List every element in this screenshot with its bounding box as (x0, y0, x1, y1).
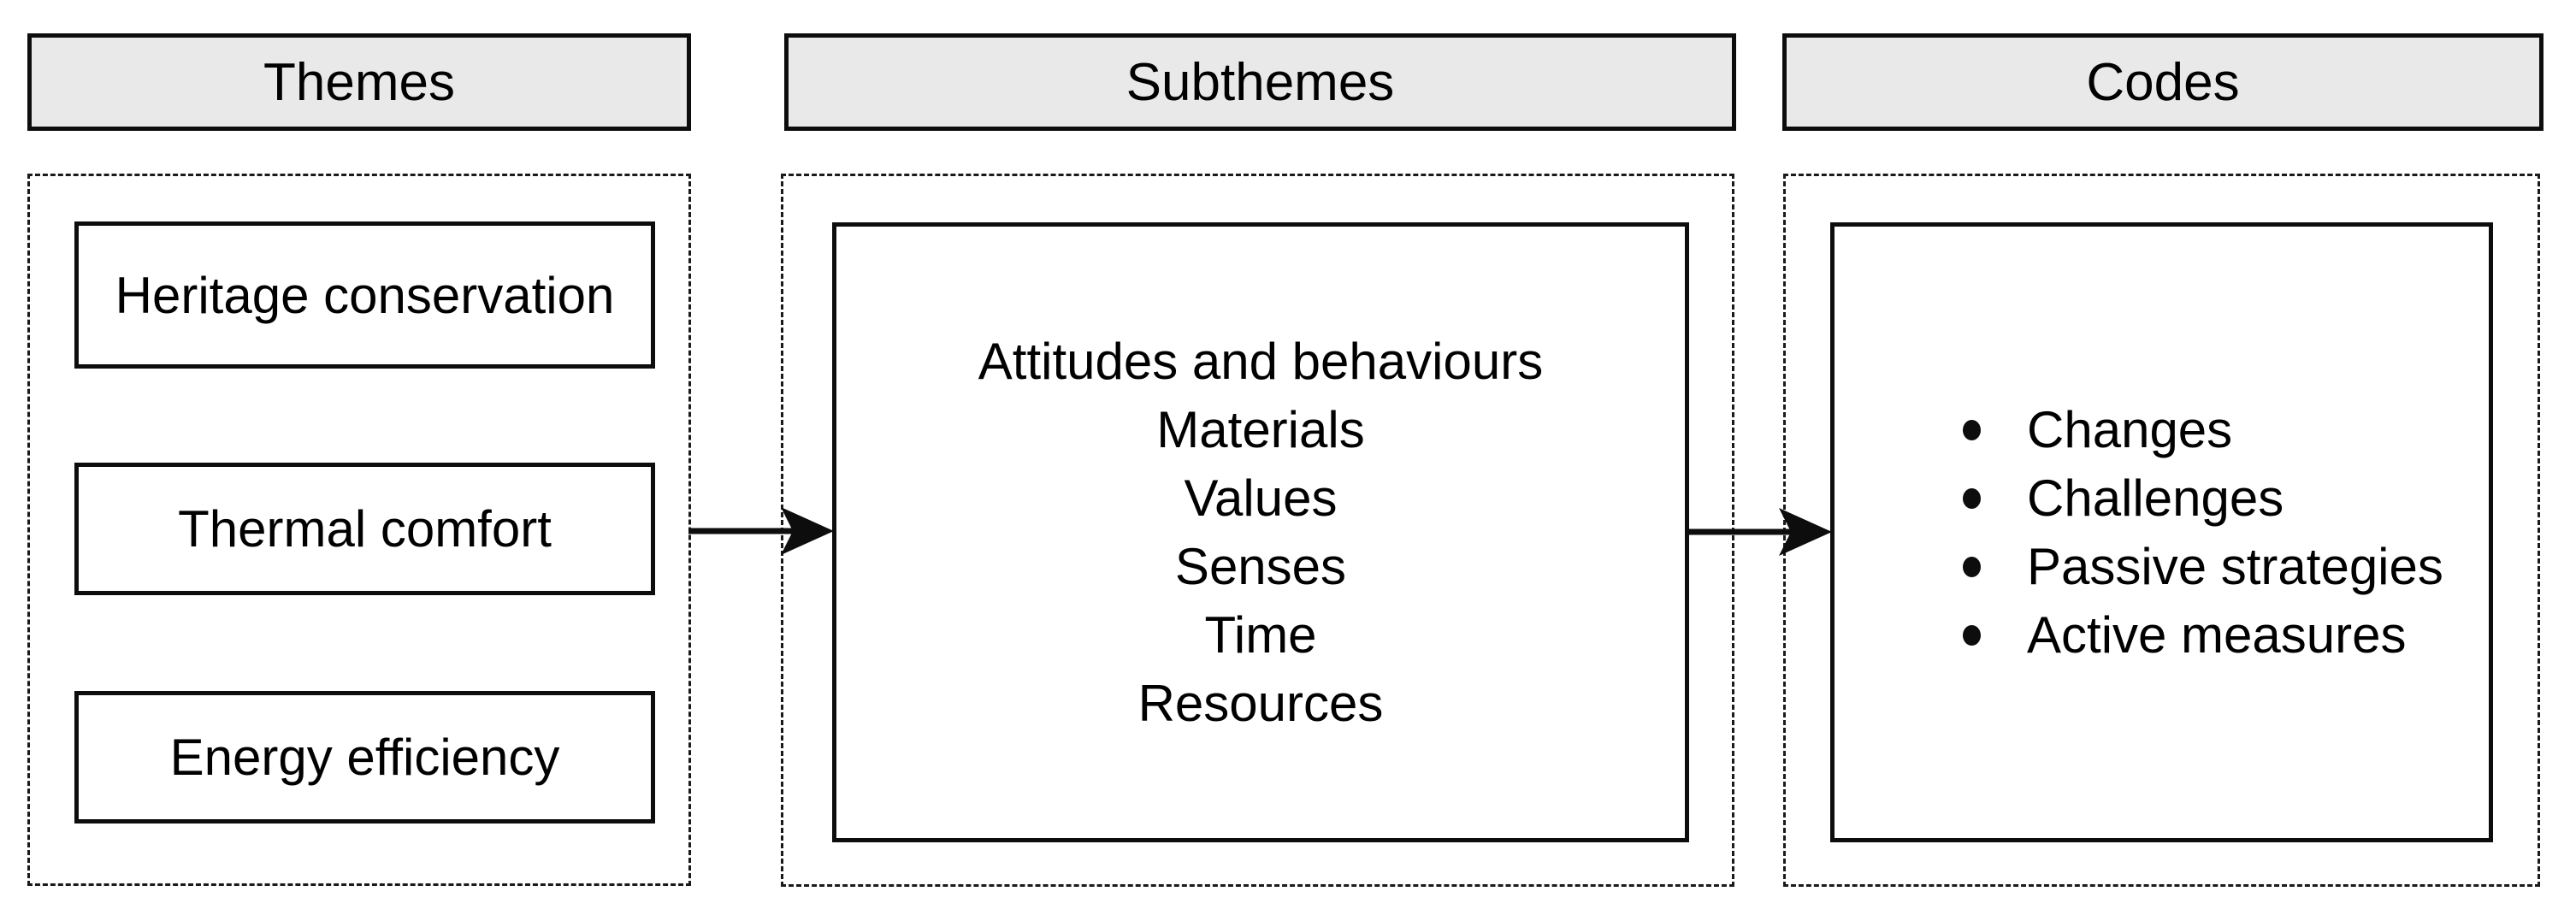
code-item: Passive strategies (1963, 533, 2443, 601)
theme-label: Thermal comfort (178, 500, 552, 558)
theme-label: Energy efficiency (169, 729, 560, 786)
subthemes-header: Subthemes (784, 33, 1736, 131)
theme-label: Heritage conservation (115, 266, 615, 324)
theme-box-thermal-comfort: Thermal comfort (74, 463, 655, 595)
theme-box-energy-efficiency: Energy efficiency (74, 691, 655, 824)
subthemes-box: Attitudes and behaviours Materials Value… (832, 222, 1689, 842)
bullet-icon (1963, 419, 1981, 440)
subtheme-item: Values (1184, 469, 1338, 527)
bullet-icon (1963, 556, 1981, 577)
arrow-subthemes-to-codes-icon (1687, 508, 1832, 556)
subtheme-item: Attitudes and behaviours (978, 332, 1544, 390)
themes-header-label: Themes (263, 52, 455, 112)
theme-box-heritage-conservation: Heritage conservation (74, 221, 655, 369)
code-label: Active measures (2027, 606, 2407, 664)
code-item: Active measures (1963, 601, 2443, 670)
bullet-icon (1963, 487, 1981, 509)
code-label: Challenges (2027, 469, 2284, 527)
code-label: Passive strategies (2027, 538, 2443, 595)
subtheme-item: Time (1204, 605, 1317, 664)
arrow-themes-to-subthemes-icon (688, 507, 834, 555)
bullet-icon (1963, 624, 1981, 646)
codes-header-label: Codes (2086, 52, 2240, 112)
code-item: Challenges (1963, 464, 2443, 533)
subtheme-item: Materials (1156, 400, 1365, 458)
subtheme-item: Senses (1174, 537, 1347, 595)
codes-list: Changes Challenges Passive strategies Ac… (1963, 396, 2443, 670)
themes-header: Themes (27, 33, 691, 131)
code-label: Changes (2027, 401, 2233, 458)
codes-header: Codes (1782, 33, 2544, 131)
subthemes-header-label: Subthemes (1126, 52, 1395, 112)
codes-box: Changes Challenges Passive strategies Ac… (1830, 222, 2493, 842)
code-item: Changes (1963, 396, 2443, 464)
subtheme-item: Resources (1137, 674, 1384, 732)
